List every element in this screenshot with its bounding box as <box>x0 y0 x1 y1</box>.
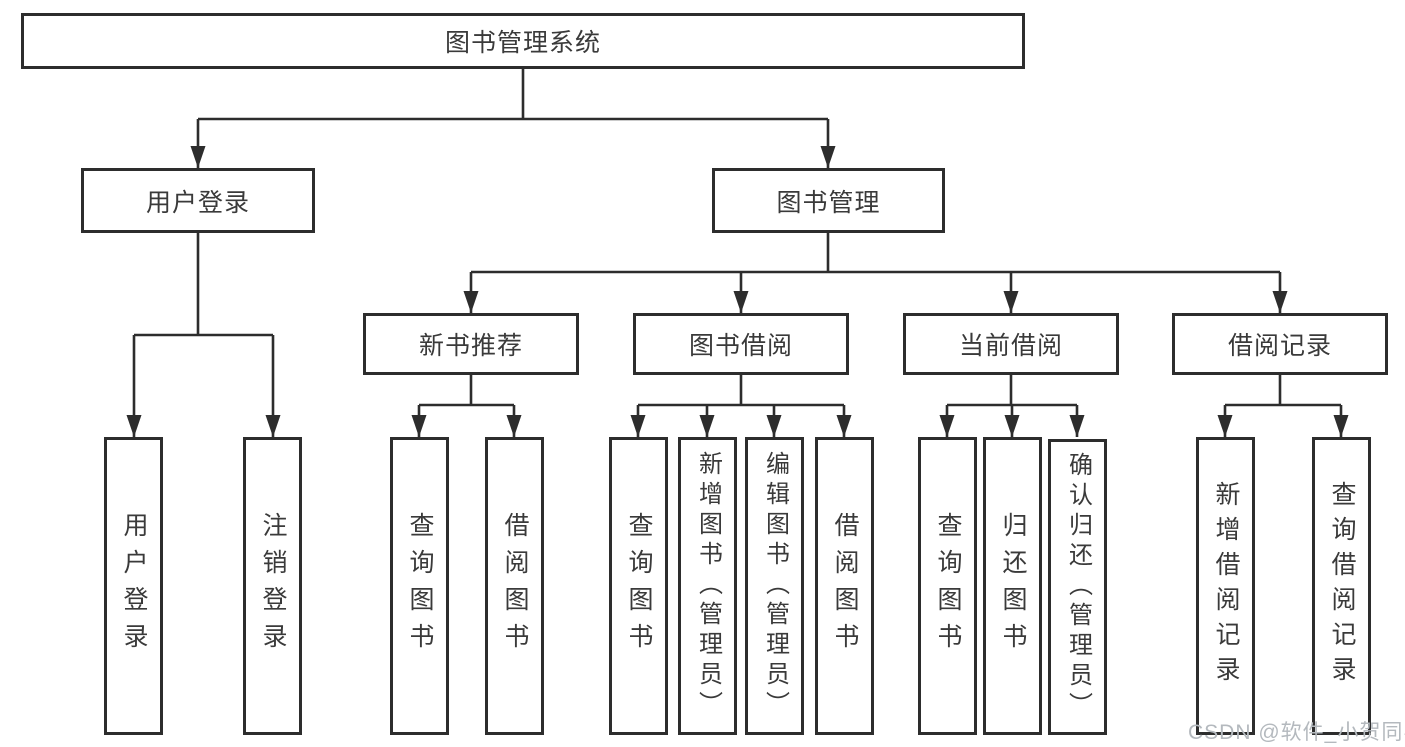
node-book-management-label: 图书管理 <box>776 188 881 217</box>
node-current-borrow-label: 当前借阅 <box>958 332 1063 360</box>
leaf-query-borrow-record: 查询借阅记录 <box>1312 437 1371 735</box>
node-new-book-recommend: 新书推荐 <box>363 313 579 375</box>
node-book-borrow-label: 图书借阅 <box>688 332 793 360</box>
leaf-borrow-books-recommend: 借阅图书 <box>485 437 544 735</box>
node-book-borrow: 图书借阅 <box>633 313 849 375</box>
node-new-book-recommend-label: 新书推荐 <box>418 332 523 360</box>
leaf-return-books: 归还图书 <box>983 437 1042 735</box>
node-book-management: 图书管理 <box>712 168 945 233</box>
node-user-login-label: 用户登录 <box>145 188 250 217</box>
leaf-add-borrow-record: 新增借阅记录 <box>1196 437 1255 735</box>
leaf-user-login: 用户登录 <box>104 437 163 735</box>
leaf-query-books-current: 查询图书 <box>918 437 977 735</box>
node-library-system: 图书管理系统 <box>21 13 1025 69</box>
watermark: CSDN @软件_小贺同学 <box>1188 721 1405 744</box>
node-library-system-label: 图书管理系统 <box>444 29 601 57</box>
leaf-confirm-return-admin: 确认归还（管理员） <box>1048 439 1107 735</box>
leaf-logout: 注销登录 <box>243 437 302 735</box>
connector-lines <box>134 69 1341 407</box>
leaf-query-books-borrow: 查询图书 <box>609 437 668 735</box>
leaf-borrow-books: 借阅图书 <box>815 437 874 735</box>
node-borrow-records-label: 借阅记录 <box>1227 332 1332 360</box>
leaf-edit-book-admin: 编辑图书（管理员） <box>745 437 804 735</box>
node-user-login: 用户登录 <box>81 168 315 233</box>
leaf-query-books-recommend: 查询图书 <box>390 437 449 735</box>
node-borrow-records: 借阅记录 <box>1172 313 1388 375</box>
leaf-add-book-admin: 新增图书（管理员） <box>678 437 737 735</box>
node-current-borrow: 当前借阅 <box>903 313 1119 375</box>
